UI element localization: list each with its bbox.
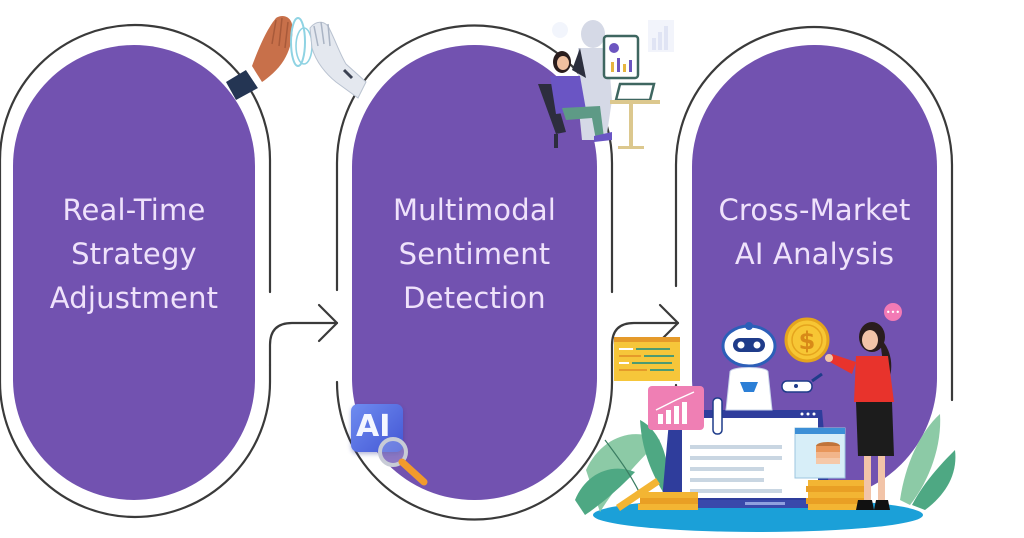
- step-2-label: Multimodal Sentiment Detection: [352, 188, 597, 320]
- ai-search-badge: AI: [351, 404, 403, 452]
- connector-1-curve: [268, 321, 339, 367]
- step-1-label: Real-Time Strategy Adjustment: [13, 188, 255, 320]
- robot-hand-icon: [309, 21, 367, 99]
- chart-board-icon: [602, 34, 640, 80]
- background-chart-icon: [552, 20, 674, 52]
- step-3-label: Cross-Market AI Analysis: [692, 188, 937, 276]
- seated-woman-icon: [538, 51, 612, 148]
- step-1-outline: [0, 23, 272, 519]
- step-2-label-line: Detection: [403, 281, 546, 315]
- step-2-label-line: Multimodal: [392, 193, 557, 227]
- step-1-pill: [13, 45, 255, 500]
- connector-2-curve: [610, 321, 680, 367]
- arrow-right-icon: [317, 303, 339, 343]
- growth-chart-icon: [648, 386, 704, 430]
- step-3-outline-top: [674, 25, 954, 402]
- speech-bubble-text: •••: [886, 308, 900, 317]
- step-1-label-line: Real-Time: [62, 193, 206, 227]
- step-2-label-line: Sentiment: [398, 237, 551, 271]
- step-3-label-line: AI Analysis: [734, 237, 895, 271]
- plant-left-icon: [575, 420, 669, 515]
- code-window-icon: [614, 337, 680, 381]
- human-hand-icon: [226, 16, 293, 100]
- dollar-coin-icon: $: [784, 317, 830, 363]
- laptop-desk-icon: [610, 82, 660, 149]
- laptop-icon: [650, 410, 840, 508]
- robot-icon: [712, 322, 823, 435]
- plant-right-icon: [900, 414, 956, 510]
- coin-stacks-icon: [616, 478, 864, 511]
- ai-badge-text: AI: [356, 409, 391, 444]
- step-1-label-line: Adjustment: [49, 281, 219, 315]
- database-window-icon: [794, 427, 846, 479]
- coin-symbol: $: [799, 327, 816, 355]
- arrow-right-icon: [658, 303, 680, 343]
- step-3-label-line: Cross-Market: [718, 193, 911, 227]
- businesswoman-icon: [825, 322, 894, 510]
- step-1-label-line: Strategy: [71, 237, 197, 271]
- speech-bubble-icon: •••: [884, 303, 902, 321]
